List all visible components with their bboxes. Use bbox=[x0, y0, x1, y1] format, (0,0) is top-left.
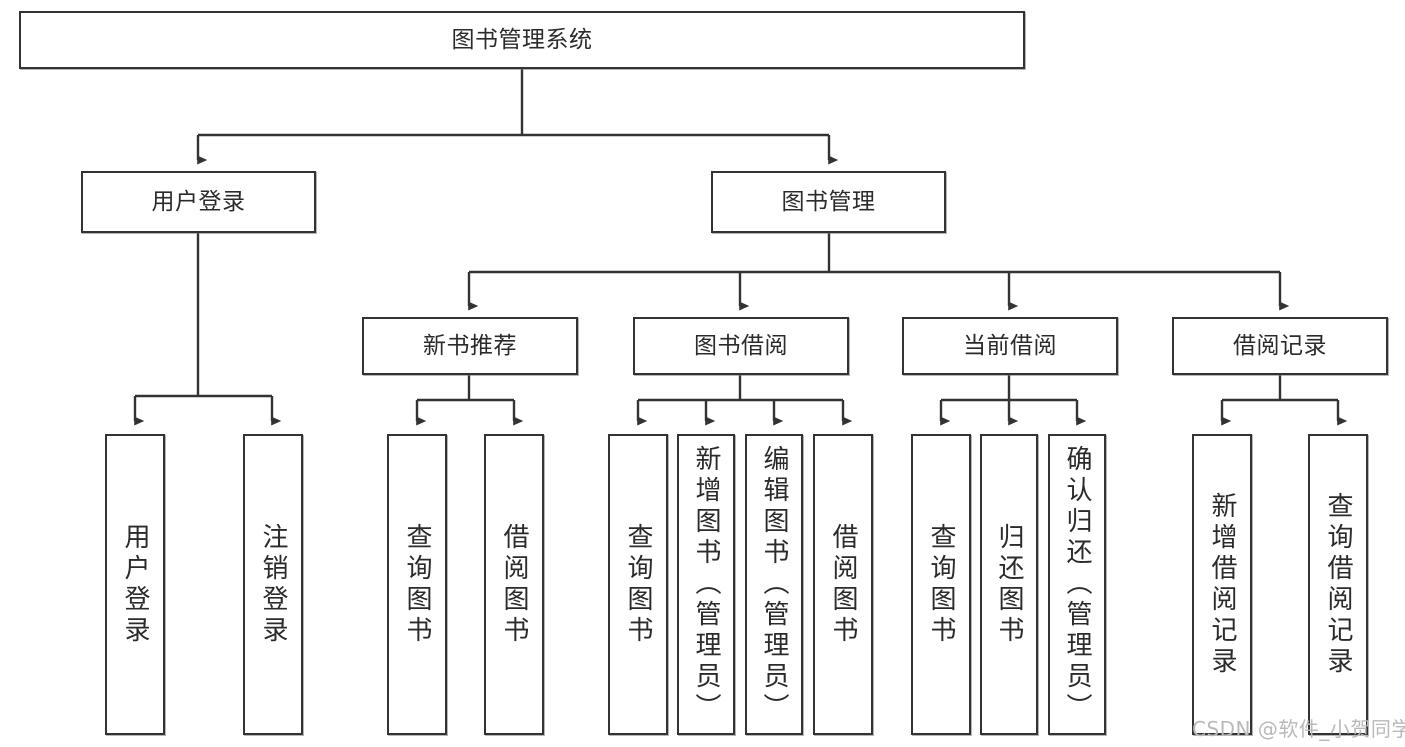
node-leaf-add-borrow-record[interactable]: 新增借阅记录 bbox=[1192, 434, 1252, 735]
node-book-management[interactable]: 图书管理 bbox=[711, 171, 946, 233]
node-label: 用户登录 bbox=[151, 188, 246, 215]
node-leaf-query-book-current[interactable]: 查询图书 bbox=[911, 434, 971, 735]
node-borrow-record[interactable]: 借阅记录 bbox=[1172, 317, 1388, 375]
node-label: 查询图书 bbox=[402, 522, 432, 647]
node-leaf-confirm-return-admin[interactable]: 确认归还（管理员） bbox=[1048, 434, 1106, 735]
node-label: 当前借阅 bbox=[963, 332, 1057, 359]
node-leaf-query-borrow-record[interactable]: 查询借阅记录 bbox=[1308, 434, 1368, 735]
node-leaf-query-book-recommend[interactable]: 查询图书 bbox=[387, 434, 447, 735]
node-user-login[interactable]: 用户登录 bbox=[81, 171, 316, 233]
node-label: 图书管理 bbox=[781, 188, 876, 215]
node-root-book-management-system[interactable]: 图书管理系统 bbox=[19, 11, 1025, 69]
node-label: 图书管理系统 bbox=[451, 26, 593, 53]
node-label: 新增借阅记录 bbox=[1207, 491, 1237, 678]
node-label: 查询借阅记录 bbox=[1323, 491, 1353, 678]
node-label: 借阅图书 bbox=[828, 522, 858, 647]
node-current-borrow[interactable]: 当前借阅 bbox=[902, 317, 1118, 375]
node-label: 确认归还（管理员） bbox=[1062, 445, 1092, 724]
node-label: 借阅记录 bbox=[1233, 332, 1327, 359]
node-leaf-edit-book-admin[interactable]: 编辑图书（管理员） bbox=[745, 434, 803, 735]
node-label: 注销登录 bbox=[258, 522, 288, 647]
node-label: 用户登录 bbox=[120, 522, 150, 647]
node-leaf-logout[interactable]: 注销登录 bbox=[243, 434, 303, 735]
node-label: 查询图书 bbox=[623, 522, 653, 647]
node-label: 查询图书 bbox=[926, 522, 956, 647]
node-leaf-borrow-book-recommend[interactable]: 借阅图书 bbox=[484, 434, 544, 735]
node-label: 编辑图书（管理员） bbox=[759, 445, 789, 724]
node-label: 新书推荐 bbox=[423, 332, 517, 359]
node-label: 图书借阅 bbox=[694, 332, 788, 359]
node-new-book-recommend[interactable]: 新书推荐 bbox=[362, 317, 578, 375]
node-leaf-return-book[interactable]: 归还图书 bbox=[980, 434, 1038, 735]
node-label: 新增图书（管理员） bbox=[691, 445, 721, 724]
csdn-watermark: CSDN @软件_小贺同学 bbox=[1192, 717, 1405, 741]
node-leaf-user-login[interactable]: 用户登录 bbox=[105, 434, 165, 735]
node-label: 归还图书 bbox=[994, 522, 1024, 647]
node-leaf-add-book-admin[interactable]: 新增图书（管理员） bbox=[677, 434, 735, 735]
node-leaf-borrow-book[interactable]: 借阅图书 bbox=[813, 434, 873, 735]
node-book-borrow[interactable]: 图书借阅 bbox=[633, 317, 849, 375]
node-leaf-query-book-borrow[interactable]: 查询图书 bbox=[608, 434, 668, 735]
node-label: 借阅图书 bbox=[499, 522, 529, 647]
